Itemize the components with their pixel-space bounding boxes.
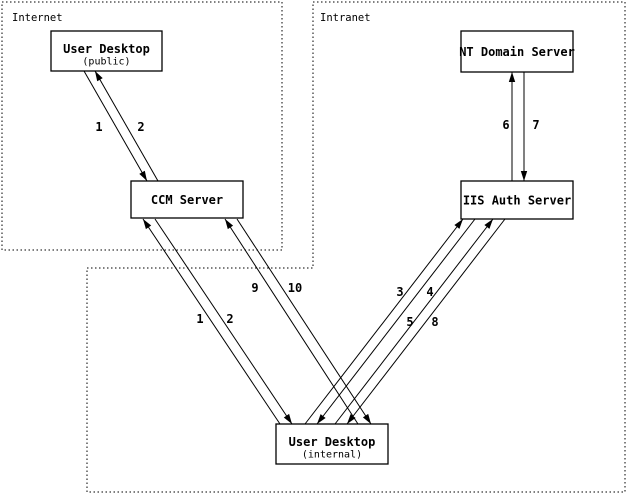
flow-4-iis-to-internal-desktop bbox=[316, 218, 476, 425]
flow-1-public-desktop-to-ccm bbox=[83, 70, 148, 182]
flow-10-ccm-to-internal-desktop-arrowhead-icon bbox=[362, 413, 371, 424]
flow-7-nt-domain-to-iis-arrowhead-icon bbox=[520, 171, 528, 181]
zone-internet bbox=[1, 1, 283, 251]
flow-2-ccm-to-internal-desktop bbox=[154, 218, 293, 425]
flow-10-ccm-to-internal-desktop bbox=[236, 218, 372, 425]
flow-3-internal-desktop-to-iis-label: 3 bbox=[396, 285, 403, 299]
flow-1-internal-desktop-to-ccm-label: 1 bbox=[196, 312, 203, 326]
flow-6-iis-to-nt-domain-arrowhead-icon bbox=[508, 72, 516, 82]
flow-6-iis-to-nt-domain-label: 6 bbox=[502, 118, 509, 132]
flow-7-nt-domain-to-iis-label: 7 bbox=[532, 118, 539, 132]
flow-1-public-desktop-to-ccm-label: 1 bbox=[95, 120, 102, 134]
node-user-desktop-internal bbox=[275, 423, 389, 465]
zone-intranet bbox=[86, 1, 626, 493]
flow-2-ccm-to-public-desktop-arrowhead-icon bbox=[95, 71, 103, 82]
node-ccm-server bbox=[130, 180, 244, 219]
flow-8-iis-to-internal-desktop bbox=[346, 218, 506, 425]
flow-5-internal-desktop-to-iis bbox=[334, 218, 494, 425]
flow-1-internal-desktop-to-ccm bbox=[142, 218, 281, 425]
node-title-user-desktop-internal: User Desktop bbox=[289, 435, 376, 449]
node-nt-domain-server bbox=[460, 30, 574, 73]
flow-9-internal-desktop-to-ccm-label: 9 bbox=[251, 281, 258, 295]
node-subtitle-user-desktop-public: (public) bbox=[82, 57, 130, 68]
node-title-iis-auth-server: IIS Auth Server bbox=[463, 194, 571, 208]
node-iis-auth-server bbox=[460, 180, 574, 220]
flow-4-iis-to-internal-desktop-arrowhead-icon bbox=[317, 414, 326, 424]
flow-4-iis-to-internal-desktop-label: 4 bbox=[426, 285, 433, 299]
flow-3-internal-desktop-to-iis-arrowhead-icon bbox=[454, 219, 463, 229]
zone-label-intranet: Intranet bbox=[320, 12, 371, 24]
flow-1-internal-desktop-to-ccm-arrowhead-icon bbox=[143, 219, 152, 230]
node-user-desktop-public bbox=[50, 30, 163, 72]
node-title-nt-domain-server: NT Domain Server bbox=[459, 45, 575, 59]
flow-3-internal-desktop-to-iis bbox=[304, 218, 464, 425]
flow-2-ccm-to-public-desktop-label: 2 bbox=[137, 120, 144, 134]
flow-5-internal-desktop-to-iis-label: 5 bbox=[406, 315, 413, 329]
flow-8-iis-to-internal-desktop-arrowhead-icon bbox=[347, 414, 356, 424]
node-title-user-desktop-public: User Desktop bbox=[63, 42, 150, 56]
node-subtitle-user-desktop-internal: (internal) bbox=[302, 450, 362, 461]
flow-9-internal-desktop-to-ccm bbox=[224, 218, 359, 425]
zone-label-internet: Internet bbox=[12, 12, 63, 24]
flow-5-internal-desktop-to-iis-arrowhead-icon bbox=[484, 219, 493, 229]
node-title-ccm-server: CCM Server bbox=[151, 193, 223, 207]
flow-8-iis-to-internal-desktop-label: 8 bbox=[431, 315, 438, 329]
flow-2-ccm-to-public-desktop bbox=[94, 70, 159, 182]
flow-2-ccm-to-internal-desktop-label: 2 bbox=[226, 312, 233, 326]
flow-1-public-desktop-to-ccm-arrowhead-icon bbox=[139, 170, 147, 181]
flow-9-internal-desktop-to-ccm-arrowhead-icon bbox=[225, 219, 234, 230]
flow-2-ccm-to-internal-desktop-arrowhead-icon bbox=[283, 413, 292, 424]
flow-10-ccm-to-internal-desktop-label: 10 bbox=[288, 281, 302, 295]
